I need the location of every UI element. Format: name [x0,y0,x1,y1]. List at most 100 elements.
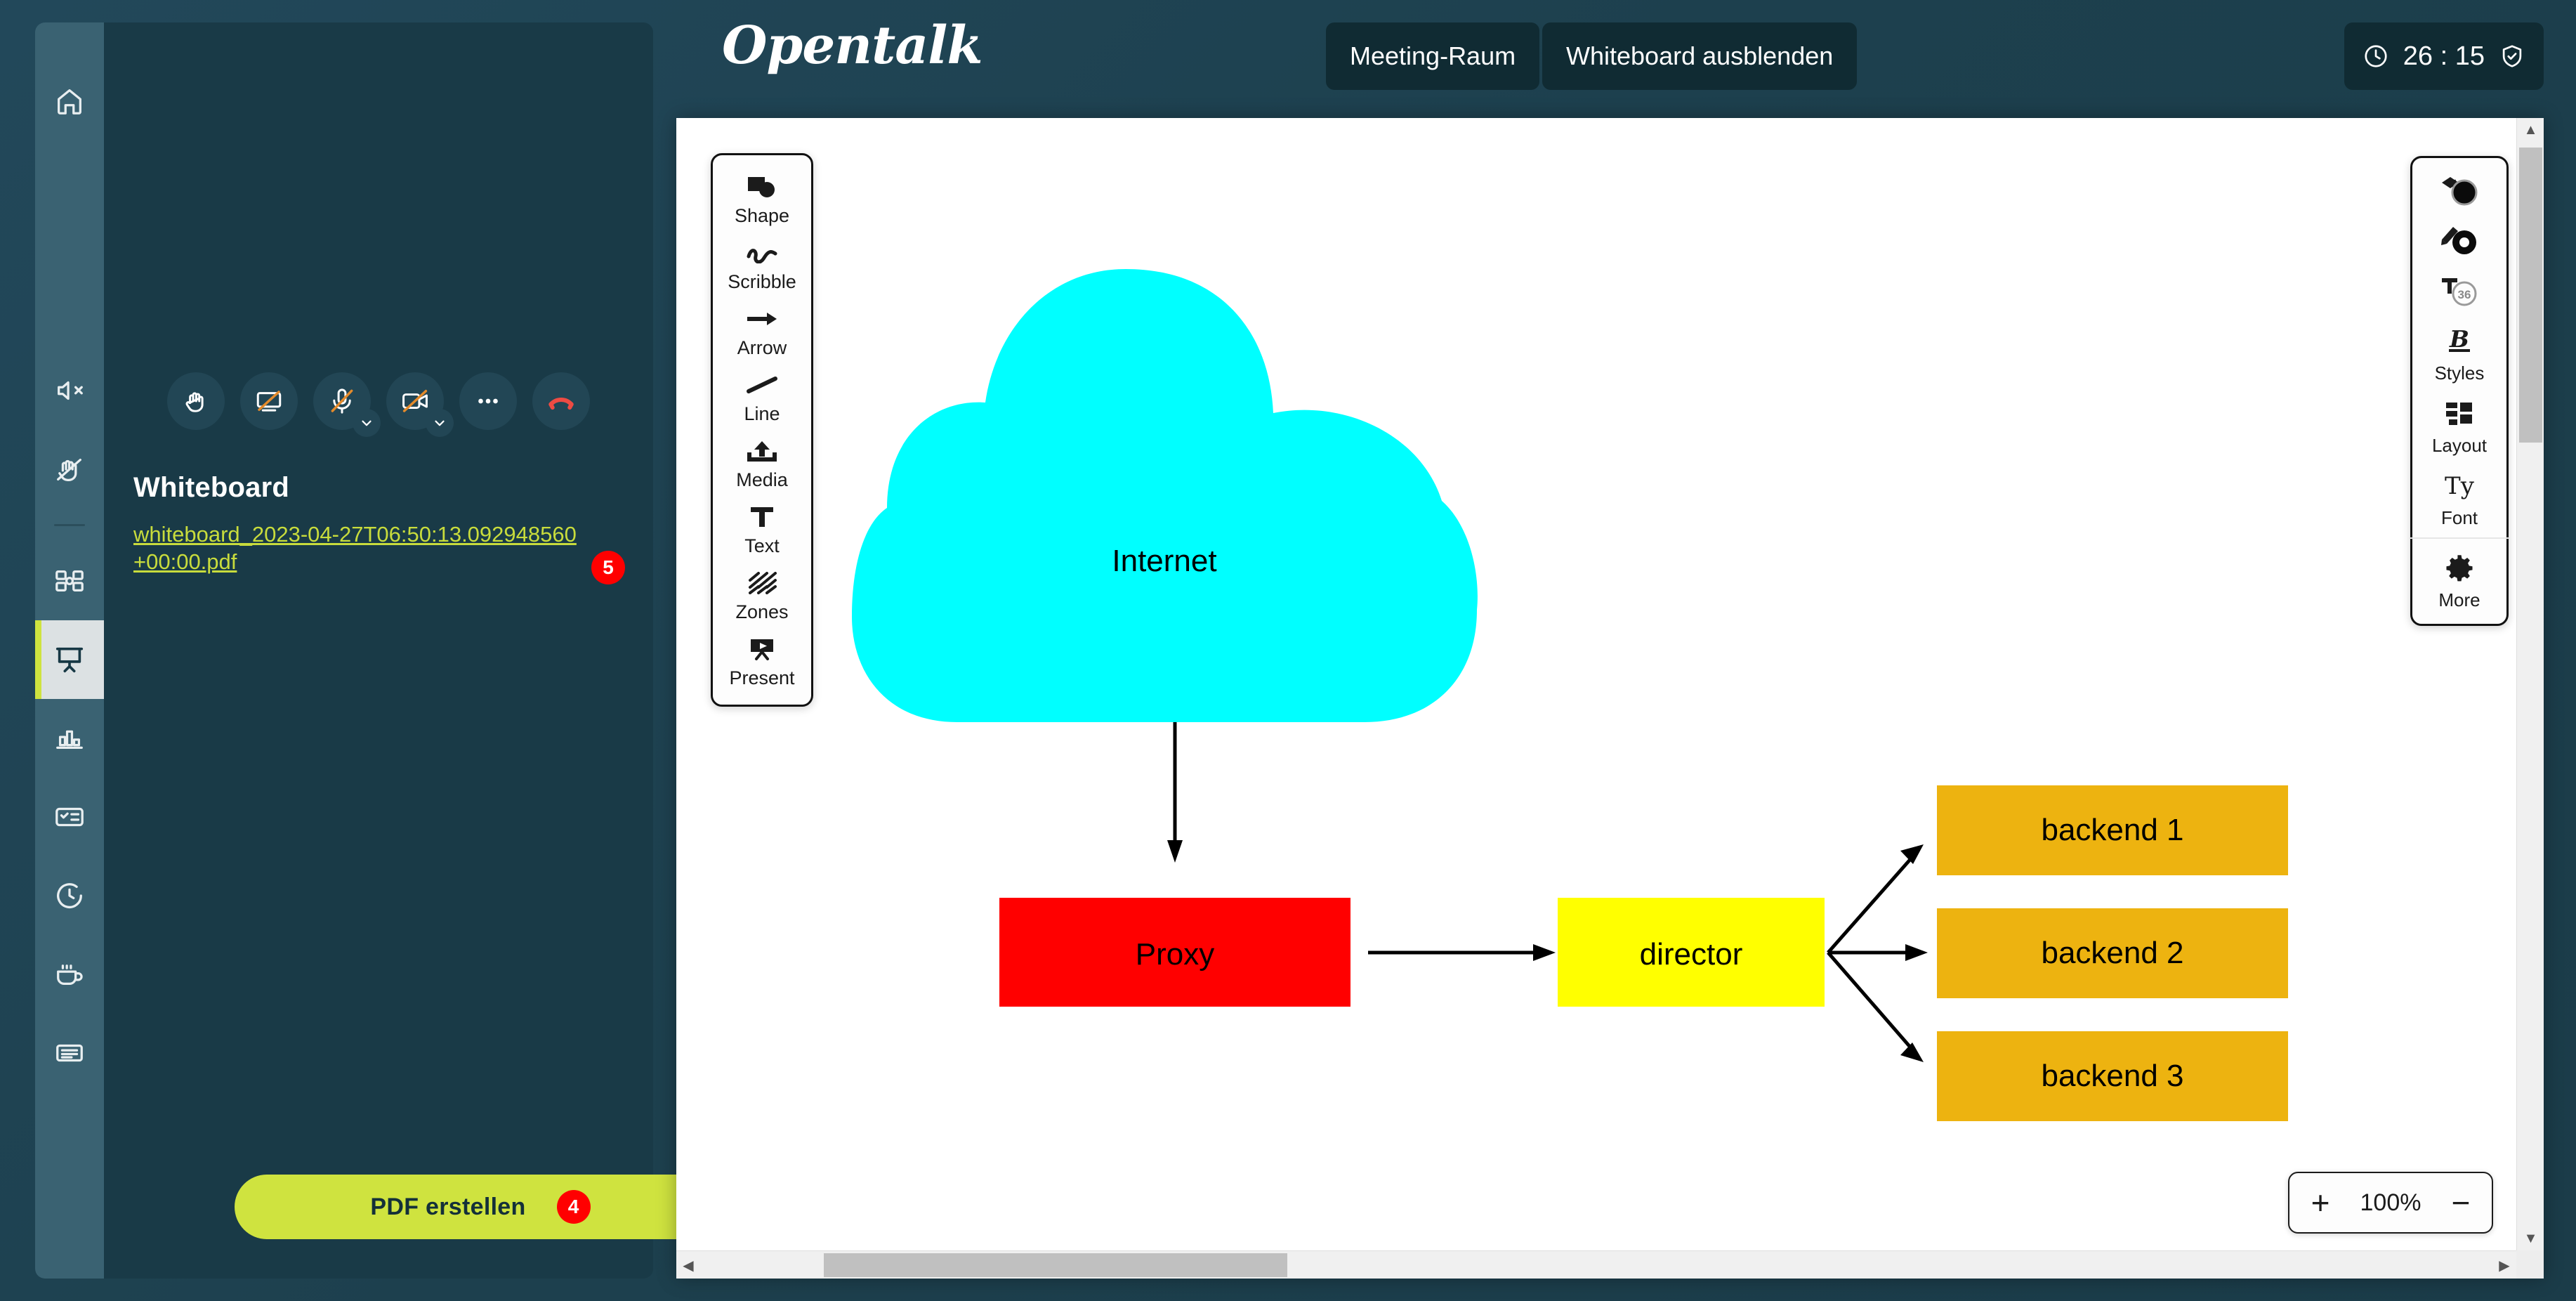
network-diagram: Internet Proxy [852,269,2288,1121]
edge-internet-to-proxy [1167,722,1183,863]
sidebar-item-home[interactable] [35,62,104,140]
tool-scribble[interactable]: Scribble [711,231,813,297]
whiteboard-surface[interactable]: Internet Proxy [676,118,2544,1279]
sidebar-item-protocol[interactable] [35,1014,104,1092]
clock-icon [2365,45,2387,67]
node-proxy[interactable]: Proxy [999,898,1351,1007]
tool-stroke-color[interactable] [2410,215,2509,265]
sidebar-item-hand-off[interactable] [35,430,104,509]
tool-arrow[interactable]: Arrow [711,297,813,363]
sidebar-item-legal-vote[interactable] [35,778,104,856]
gear-icon [2444,548,2475,589]
backend-1-label: backend 1 [2041,813,2183,847]
timer-icon [57,883,82,908]
sidebar-item-audio-muted[interactable] [35,351,104,430]
bold-b-icon: B [2442,321,2477,362]
whiteboard-canvas[interactable]: Internet Proxy [676,118,2516,1250]
canvas-horizontal-scrollbar[interactable]: ◀ ▶ [676,1250,2516,1279]
sidebar-item-coffee-break[interactable] [35,935,104,1014]
meeting-controls [104,372,653,437]
zones-hatch-icon [746,567,778,599]
share-screen-button[interactable] [240,372,298,430]
notes-lines-icon [56,1044,83,1062]
node-internet-cloud[interactable]: Internet [852,269,1478,722]
hand-icon [185,392,204,412]
svg-text:Ty: Ty [2445,472,2475,500]
sidebar-item-poll[interactable] [35,699,104,778]
scroll-up-arrow[interactable]: ▲ [2523,122,2538,138]
create-pdf-badge: 4 [556,1190,591,1224]
whiteboard-tools-left: Shape Scribble Arrow Line Media [711,153,813,707]
node-backend-3[interactable]: backend 3 [1937,1031,2288,1121]
edge-director-to-backends [1827,844,1928,1062]
tool-zones[interactable]: Zones [711,561,813,627]
tool-font-size[interactable]: 36 [2410,265,2509,315]
tool-text[interactable]: Text [711,495,813,561]
node-director[interactable]: director [1558,898,1825,1007]
opentalk-logo: Opentalk [722,15,983,76]
arrow-right-icon [746,303,778,335]
whiteboard-pdf-link[interactable]: whiteboard_2023-04-27T06:50:13.092948560… [133,522,577,574]
camera-off-icon [402,389,428,412]
node-backend-2[interactable]: backend 2 [1937,908,2288,998]
node-backend-1[interactable]: backend 1 [1937,785,2288,875]
camera-options-caret[interactable] [426,409,454,437]
hangup-button[interactable] [532,372,590,430]
tool-media-label: Media [736,469,788,490]
tool-layout[interactable]: Layout [2410,387,2509,459]
meeting-timer[interactable]: 26 : 15 [2344,22,2544,90]
tool-text-label: Text [744,535,780,556]
tool-fill-color[interactable] [2410,165,2509,215]
home-icon [58,89,81,115]
sidebar-item-timer[interactable] [35,856,104,935]
sidebar-rail [35,22,104,1279]
bar-chart-icon [56,730,83,750]
hand-raise-off-icon [57,458,81,481]
backend-3-label: backend 3 [2041,1059,2183,1093]
svg-text:B: B [2449,327,2469,353]
canvas-vertical-scrollbar[interactable]: ▲ ▼ [2516,118,2544,1250]
scrollbar-corner [2516,1250,2544,1279]
zoom-in-button[interactable]: + [2311,1184,2330,1221]
chevron-down-icon [362,420,372,426]
speaker-off-icon [58,381,83,400]
meeting-room-button[interactable]: Meeting-Raum [1326,22,1540,90]
tool-styles-label: Styles [2434,362,2485,384]
scroll-left-arrow[interactable]: ◀ [683,1257,694,1274]
horizontal-scroll-thumb[interactable] [824,1253,1287,1277]
media-upload-icon [747,435,777,467]
scroll-down-arrow[interactable]: ▼ [2523,1230,2538,1246]
font-size-value: 36 [2458,288,2471,301]
phone-hangup-icon [548,398,574,410]
vertical-scroll-thumb[interactable] [2519,148,2542,443]
presentation-board-icon [55,647,84,673]
raise-hand-button[interactable] [167,372,225,430]
tool-zones-label: Zones [735,601,789,622]
tool-shape[interactable]: Shape [711,165,813,231]
zoom-out-button[interactable]: − [2451,1184,2471,1221]
sidebar-item-tiles[interactable] [35,542,104,620]
tool-more[interactable]: More [2410,542,2509,614]
tool-line-label: Line [744,403,780,424]
scroll-right-arrow[interactable]: ▶ [2499,1257,2510,1274]
tool-present[interactable]: Present [711,627,813,693]
backend-2-label: backend 2 [2041,936,2183,970]
file-step-badge: 5 [591,551,625,584]
edge-proxy-to-director [1368,944,1556,961]
left-panel: Whiteboard whiteboard_2023-04-27T06:50:1… [104,22,726,1279]
sidebar-item-whiteboard[interactable] [35,620,104,699]
tool-line[interactable]: Line [711,363,813,429]
tool-more-label: More [2438,589,2480,610]
more-options-button[interactable] [459,372,517,430]
tool-media[interactable]: Media [711,429,813,495]
whiteboard-toggle-button[interactable]: Whiteboard ausblenden [1542,22,1858,90]
tool-font[interactable]: Ty Font [2410,459,2509,532]
camera-button[interactable] [386,372,454,437]
page-title: Whiteboard [133,472,289,503]
create-pdf-button[interactable]: PDF erstellen 4 [235,1175,726,1239]
zoom-control: + 100% − [2288,1172,2493,1234]
shield-check-icon [2502,45,2522,67]
tool-styles[interactable]: B Styles [2410,315,2509,387]
microphone-options-caret[interactable] [353,409,381,437]
microphone-button[interactable] [313,372,381,437]
